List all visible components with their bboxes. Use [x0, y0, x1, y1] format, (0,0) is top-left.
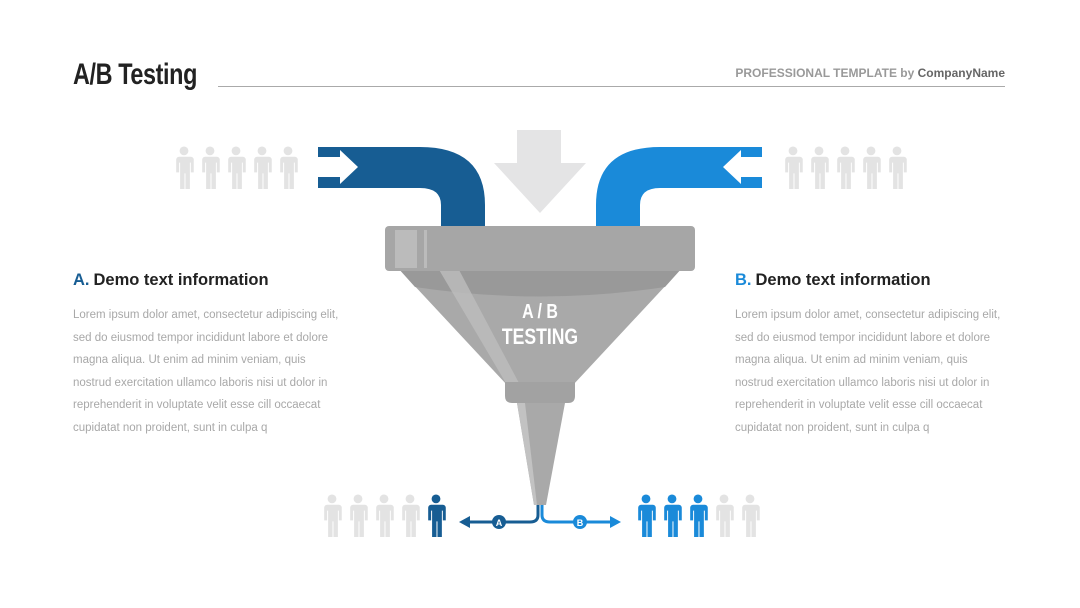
page-title: A/B Testing [73, 58, 197, 91]
person-converted-icon [428, 494, 446, 537]
branch-a-arrowhead [459, 516, 470, 528]
person-icon [280, 146, 298, 189]
person-converted-icon [638, 494, 656, 537]
person-icon [837, 146, 855, 189]
person-icon [742, 494, 760, 537]
arrow-right-icon [318, 150, 358, 184]
person-icon [324, 494, 342, 537]
funnel-rim [385, 226, 695, 271]
section-a-title: Demo text information [93, 271, 269, 289]
person-icon [254, 146, 272, 189]
brand-company: CompanyName [917, 66, 1005, 80]
result-b-people [638, 494, 760, 537]
pipe-b [596, 147, 762, 228]
branch-b-line [540, 505, 612, 524]
branch-b-label: B [577, 518, 584, 528]
person-icon [176, 146, 194, 189]
branch-b-badge [573, 515, 587, 529]
header-divider [218, 86, 1005, 87]
right-audience [785, 146, 907, 189]
section-b-title: Demo text information [755, 271, 931, 289]
section-a-heading: A.Demo text information [73, 271, 269, 290]
branch-a-badge [492, 515, 506, 529]
funnel-label-testing: TESTING [502, 325, 578, 349]
person-icon [716, 494, 734, 537]
funnel-spout [517, 403, 565, 505]
branch-a-label: A [496, 518, 503, 528]
branch-a-line [468, 505, 540, 524]
result-a-people [324, 494, 446, 537]
person-icon [350, 494, 368, 537]
arrow-down-icon [494, 130, 586, 213]
person-icon [376, 494, 394, 537]
person-icon [889, 146, 907, 189]
person-icon [402, 494, 420, 537]
person-icon [202, 146, 220, 189]
person-converted-icon [664, 494, 682, 537]
left-audience [176, 146, 298, 189]
section-a-body: Lorem ipsum dolor amet, consectetur adip… [73, 309, 339, 434]
person-converted-icon [690, 494, 708, 537]
funnel-label-ab: A / B [522, 300, 558, 322]
branch-b-arrowhead [610, 516, 621, 528]
pipe-a [318, 147, 485, 228]
person-icon [863, 146, 881, 189]
arrow-left-icon [723, 150, 762, 184]
brand-prefix: PROFESSIONAL TEMPLATE by [735, 66, 915, 80]
section-a-letter: A. [73, 271, 90, 289]
person-icon [811, 146, 829, 189]
section-b-heading: B.Demo text information [735, 271, 931, 290]
person-icon [228, 146, 246, 189]
person-icon [785, 146, 803, 189]
section-b-body: Lorem ipsum dolor amet, consectetur adip… [735, 309, 1001, 434]
brand-text: PROFESSIONAL TEMPLATE by CompanyName [735, 66, 1005, 80]
funnel-neck [505, 382, 575, 403]
section-b-letter: B. [735, 271, 752, 289]
